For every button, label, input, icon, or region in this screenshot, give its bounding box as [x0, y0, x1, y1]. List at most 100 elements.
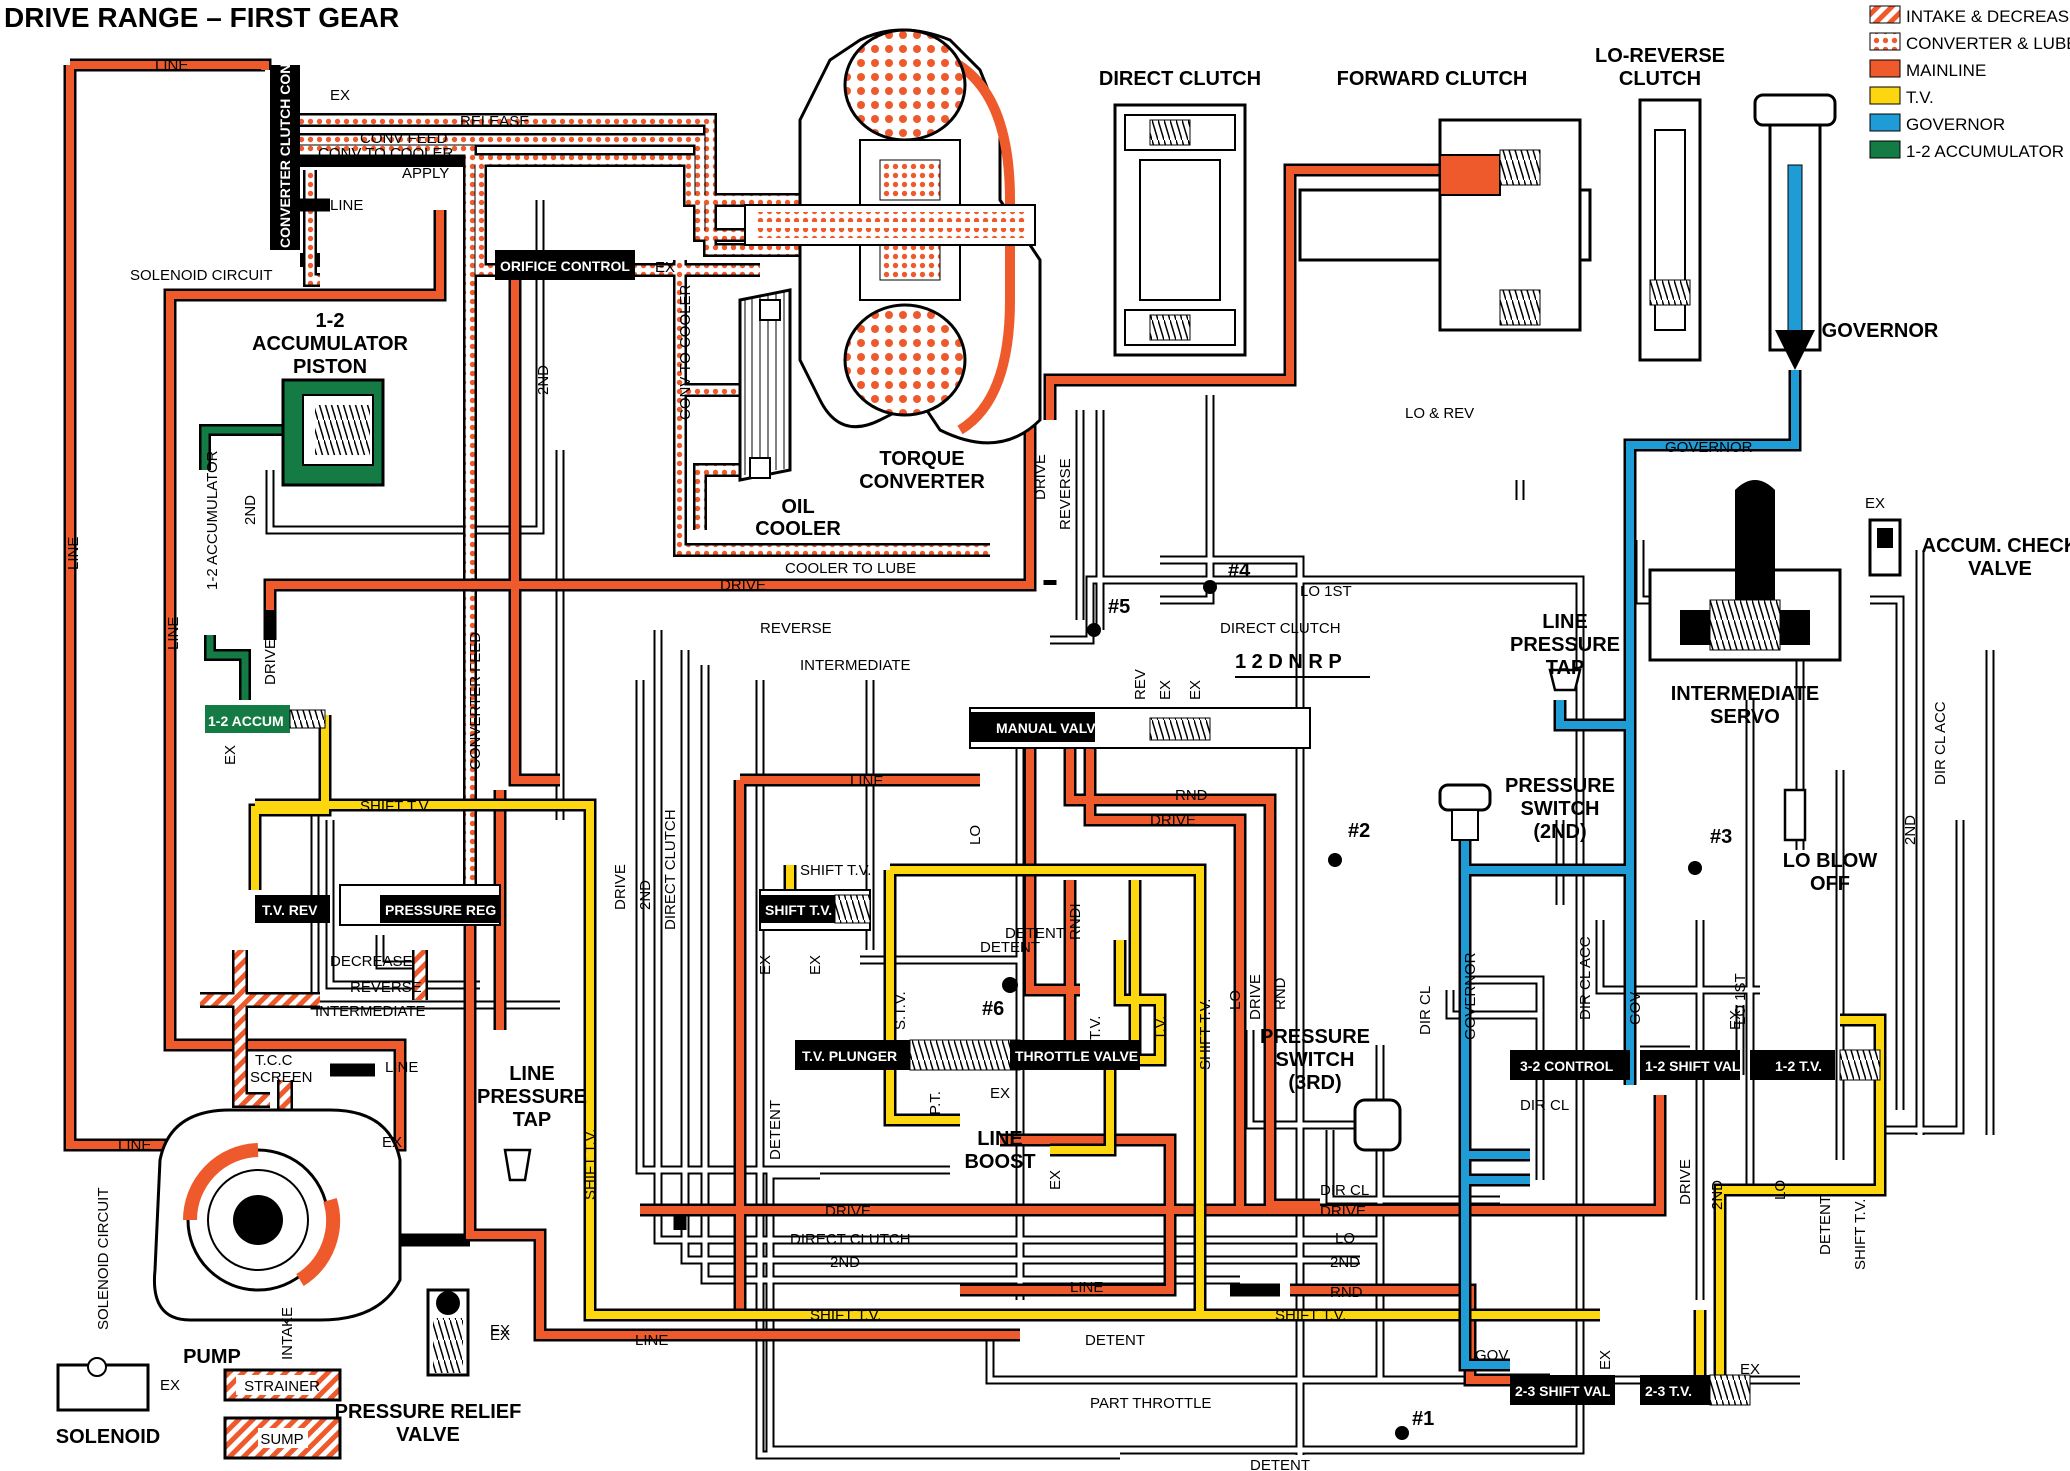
svg-text:SHIFT T.V.: SHIFT T.V.: [1275, 1307, 1346, 1324]
solenoid-heading: SOLENOID: [56, 1426, 160, 1448]
svg-text:EX: EX: [757, 955, 774, 975]
lo-blow-off: LO BLOW OFF: [1783, 788, 1877, 895]
svg-text:T.C.C: T.C.C: [255, 1052, 293, 1069]
svg-text:EX: EX: [1597, 1350, 1614, 1370]
oil-cooler: OIL COOLER: [738, 288, 841, 540]
svg-text:DIRECT CLUTCH: DIRECT CLUTCH: [1220, 620, 1341, 637]
svg-text:GOVERNOR: GOVERNOR: [1906, 115, 2005, 134]
sump-label: SUMP: [260, 1431, 303, 1448]
svg-text:DETENT: DETENT: [1005, 925, 1065, 942]
svg-text:1-2 T.V.: 1-2 T.V.: [1775, 1058, 1822, 1074]
line-boost: LINE BOOST: [964, 1128, 1035, 1173]
valve-32-control: 3-2 CONTROL: [1510, 1050, 1630, 1080]
svg-text:PRESSURE REG: PRESSURE REG: [385, 902, 496, 918]
checkball-6: #6: [982, 998, 1004, 1020]
svg-text:EX: EX: [222, 745, 239, 765]
svg-text:2ND: 2ND: [830, 1254, 860, 1271]
torque-converter: TORQUE CONVERTER: [744, 28, 1042, 493]
gear-selector: 1 2 D N R P: [1235, 651, 1370, 678]
svg-text:LINE: LINE: [118, 1137, 151, 1154]
svg-text:1-2 ACCUMULATOR: 1-2 ACCUMULATOR: [204, 450, 221, 590]
svg-text:GOV: GOV: [1627, 992, 1644, 1025]
valve-23-tv: 2-3 T.V.: [1640, 1374, 1751, 1406]
valve-12-shift: 1-2 SHIFT VAL: [1640, 1050, 1741, 1080]
line-boost-heading-2: BOOST: [964, 1151, 1035, 1173]
accum-check-valve: ACCUM. CHECK VALVE: [1868, 518, 2070, 580]
accum-piston-heading-1: 1-2: [316, 310, 345, 332]
svg-text:GOVERNOR: GOVERNOR: [1665, 439, 1753, 456]
vertical-passage-labels: LINE LINE 1-2 ACCUMULATOR 2ND DRIVE 2ND …: [65, 285, 1949, 1370]
svg-text:REVERSE: REVERSE: [760, 620, 832, 637]
svg-text:SHIFT T.V.: SHIFT T.V.: [1197, 999, 1214, 1070]
svg-text:DRIVE: DRIVE: [1032, 454, 1049, 500]
direct-clutch: DIRECT CLUTCH: [1099, 68, 1261, 357]
svg-text:EX: EX: [490, 1322, 510, 1339]
legend-item-accumulator: 1-2 ACCUMULATOR: [1869, 140, 2064, 161]
svg-text:LO: LO: [967, 825, 984, 845]
valve-throttle: THROTTLE VALVE: [1010, 1040, 1140, 1070]
svg-text:LO: LO: [1772, 1180, 1789, 1200]
svg-text:CONVERTER CLUTCH CONTROL: CONVERTER CLUTCH CONTROL: [277, 25, 293, 248]
svg-text:DRIVE: DRIVE: [720, 577, 766, 594]
pswitch3-heading-2: SWITCH: [1276, 1049, 1355, 1071]
torque-converter-label-2: CONVERTER: [859, 471, 985, 493]
svg-text:LINE: LINE: [635, 1332, 668, 1349]
line-pressure-tap-left: LINE PRESSURE TAP: [477, 1063, 587, 1182]
svg-text:LINE: LINE: [65, 537, 82, 570]
svg-text:DRIVE: DRIVE: [1150, 812, 1196, 829]
svg-text:DIR CL ACC: DIR CL ACC: [1577, 936, 1594, 1020]
svg-text:EX: EX: [1187, 680, 1204, 700]
svg-text:LINE: LINE: [850, 773, 883, 790]
svg-text:2ND: 2ND: [1330, 1254, 1360, 1271]
svg-text:DIR CL: DIR CL: [1520, 1097, 1569, 1114]
svg-text:CONV TO COOLER: CONV TO COOLER: [318, 145, 453, 162]
exhaust-passages: [265, 200, 1995, 1460]
svg-text:MANUAL VALVE: MANUAL VALVE: [996, 720, 1105, 736]
svg-text:SOLENOID CIRCUIT: SOLENOID CIRCUIT: [95, 1187, 112, 1330]
svg-text:REVERSE: REVERSE: [1057, 458, 1074, 530]
svg-text:2-3 SHIFT VAL: 2-3 SHIFT VAL: [1515, 1383, 1611, 1399]
direct-clutch-heading: DIRECT CLUTCH: [1099, 68, 1261, 90]
torque-converter-label-1: TORQUE: [879, 448, 964, 470]
svg-text:2ND: 2ND: [637, 880, 654, 910]
svg-text:EX: EX: [382, 1134, 402, 1151]
oil-cooler-label-2: COOLER: [755, 518, 841, 540]
legend-item-mainline: MAINLINE: [1869, 59, 1986, 80]
svg-text:RND: RND: [1175, 787, 1208, 804]
svg-text:1-2 ACCUMULATOR: 1-2 ACCUMULATOR: [1906, 142, 2064, 161]
svg-text:INTAKE: INTAKE: [279, 1307, 296, 1360]
strainer-sump: STRAINER SUMP: [223, 1368, 342, 1460]
solenoid: SOLENOID: [56, 1357, 160, 1448]
svg-text:GOVERNOR: GOVERNOR: [1462, 952, 1479, 1040]
passage-labels: LINE EX RELEASE CONV FEED CONV TO COOLER…: [118, 57, 1885, 1471]
svg-text:SHIFT T.V.: SHIFT T.V.: [582, 1129, 599, 1200]
valve-tv-rev: T.V. REV: [255, 895, 330, 923]
pump: PUMP: [152, 1108, 402, 1368]
svg-text:1-2 ACCUM: 1-2 ACCUM: [208, 713, 284, 729]
oil-cooler-label-1: OIL: [781, 496, 814, 518]
checkball-5: #5: [1108, 596, 1130, 618]
line-tap-right-heading-1: LINE: [1542, 611, 1588, 633]
legend-item-converter: CONVERTER & LUBE: [1869, 32, 2070, 53]
accumulator-piston: 1-2 ACCUMULATOR PISTON: [252, 310, 409, 487]
pswitch2-heading-2: SWITCH: [1521, 798, 1600, 820]
svg-text:INTERMEDIATE: INTERMEDIATE: [315, 1003, 426, 1020]
svg-text:EX: EX: [1727, 1010, 1744, 1030]
svg-text:T.V.: T.V.: [1152, 1016, 1169, 1040]
svg-text:SHIFT T.V.: SHIFT T.V.: [800, 862, 871, 879]
svg-text:2-3 T.V.: 2-3 T.V.: [1645, 1383, 1692, 1399]
converter-lube-passages: [285, 113, 990, 890]
svg-text:EX: EX: [1865, 495, 1885, 512]
accum-piston-heading-3: PISTON: [293, 356, 367, 378]
svg-text:2ND: 2ND: [535, 365, 552, 395]
line-boost-heading-1: LINE: [977, 1128, 1023, 1150]
svg-text:LINE: LINE: [1070, 1279, 1103, 1296]
valve-23-shift: 2-3 SHIFT VAL: [1510, 1375, 1615, 1405]
svg-text:3-2 CONTROL: 3-2 CONTROL: [1520, 1058, 1614, 1074]
svg-text:RNDI: RNDI: [1067, 903, 1084, 940]
lo-reverse-clutch: LO-REVERSE CLUTCH: [1595, 45, 1725, 362]
svg-text:2ND: 2ND: [1902, 815, 1919, 845]
pressure-switch-3rd: PRESSURE SWITCH (3RD): [1260, 1026, 1402, 1152]
legend: INTAKE & DECREASE CONVERTER & LUBE MAINL…: [1869, 5, 2070, 161]
